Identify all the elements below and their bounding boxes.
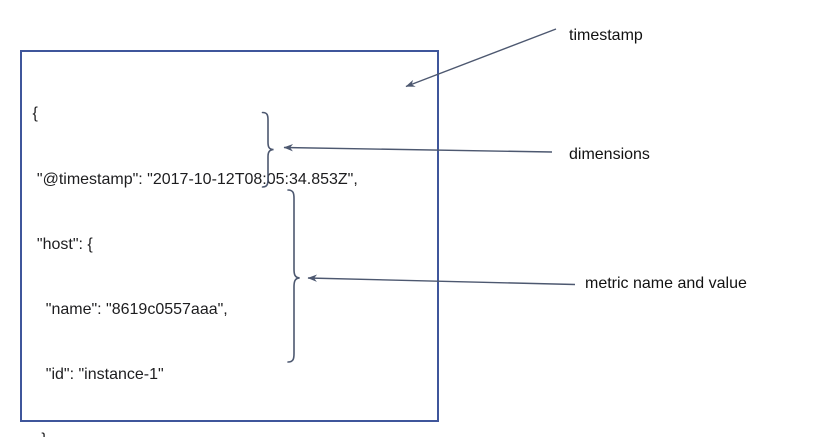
code-line: }, <box>28 429 437 437</box>
json-document-box: { "@timestamp": "2017-10-12T08:05:34.853… <box>20 50 439 437</box>
json-code-block: { "@timestamp": "2017-10-12T08:05:34.853… <box>22 52 437 437</box>
timestamp-label: timestamp <box>569 27 643 44</box>
code-line: "@timestamp": "2017-10-12T08:05:34.853Z"… <box>28 170 358 188</box>
code-line: "host": { <box>28 235 93 253</box>
metric-label: metric name and value <box>585 275 747 292</box>
dimensions-label: dimensions <box>569 146 650 163</box>
code-line: { <box>28 105 38 123</box>
code-line: "name": "8619c0557aaa", <box>28 300 228 318</box>
code-line: "id": "instance-1" <box>28 365 164 383</box>
